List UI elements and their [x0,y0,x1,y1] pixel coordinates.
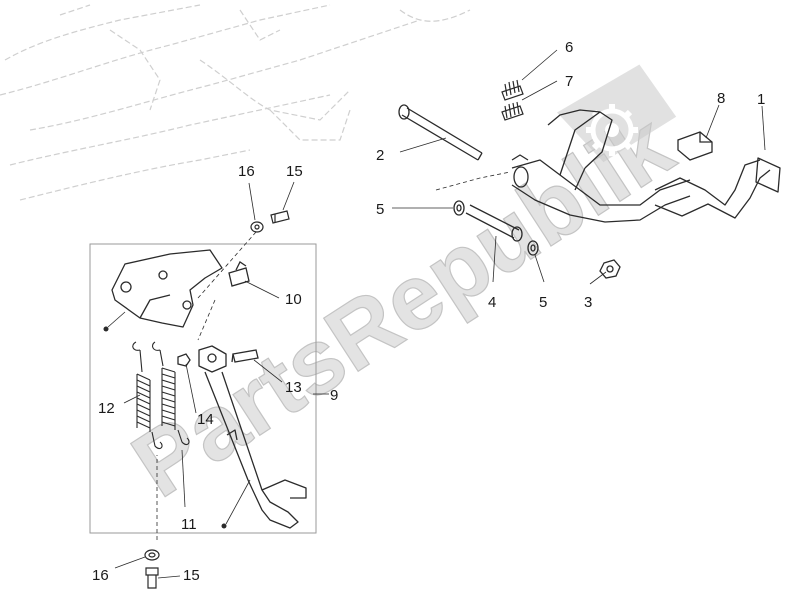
callout-6: 6 [565,39,573,56]
spacer-tube [453,200,539,256]
bolt-top [270,210,290,224]
small-nut [177,353,191,367]
callout-14: 14 [197,411,214,428]
callout-3: 3 [584,294,592,311]
callout-1: 1 [757,91,765,108]
gear-icon [557,64,677,163]
callout-13: 13 [285,379,302,396]
callout-15a: 15 [286,163,303,180]
callout-9: 9 [330,387,338,404]
side-stand-spring-right [151,341,190,446]
callout-16a: 16 [238,163,255,180]
callout-2: 2 [376,147,384,164]
side-stand-bracket [111,249,223,328]
nut [599,259,621,279]
center-stand-assembly [511,109,781,223]
callout-10: 10 [285,291,302,308]
axle-pin [398,104,483,161]
callout-labels: 1 2 3 4 5 5 6 7 8 9 10 11 12 13 14 15 15… [92,39,765,584]
callout-15b: 15 [183,567,200,584]
callout-4: 4 [488,294,496,311]
reference-dot-lower [221,523,227,529]
bracket-bushing [228,261,250,287]
callout-5a: 5 [376,201,384,218]
reference-dot-upper [103,326,109,332]
callout-11: 11 [181,516,197,533]
callout-12: 12 [98,400,115,417]
kit-boundary-box [89,243,317,534]
callout-16b: 16 [92,567,109,584]
pivot-bolt [231,349,259,363]
washer-bottom [144,549,160,561]
side-stand-spring-left [132,341,163,450]
washer-top [250,221,264,233]
side-stand-leg [198,345,307,529]
leader-lines [107,49,766,579]
return-spring-small [501,79,524,121]
callout-8: 8 [717,90,725,107]
callout-7: 7 [565,73,573,90]
bolt-bottom [145,567,159,589]
frame-ghost-outline [0,4,471,201]
callout-5b: 5 [539,294,547,311]
rubber-bumper [677,131,713,161]
